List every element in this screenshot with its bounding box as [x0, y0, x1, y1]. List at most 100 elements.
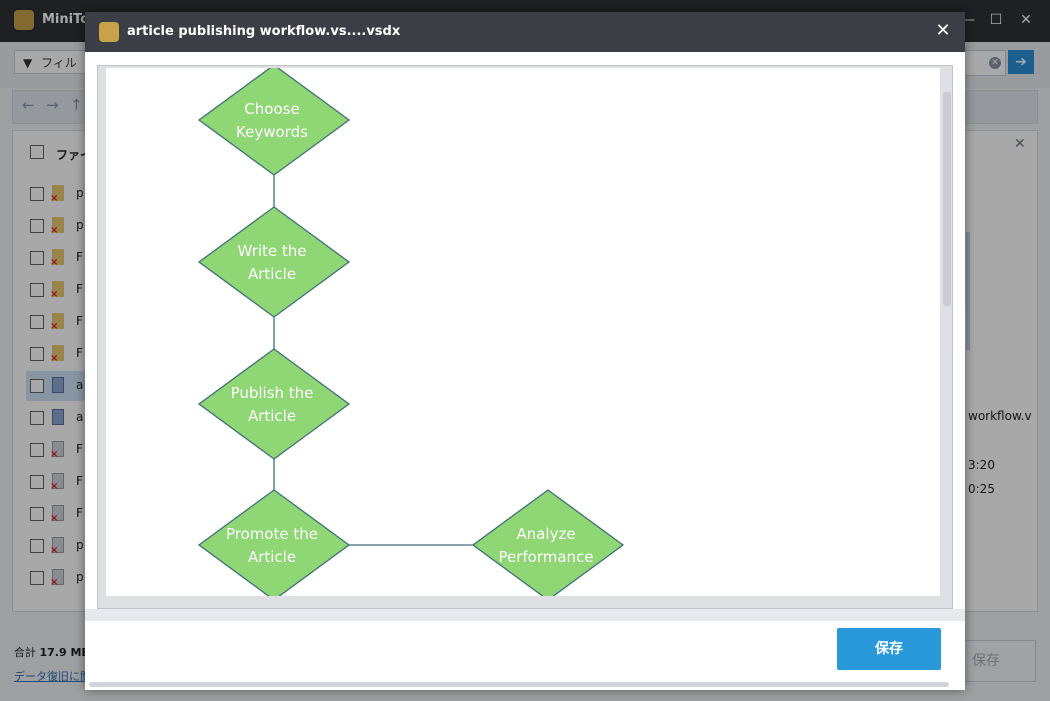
file-list-row[interactable]: ×p	[26, 179, 86, 209]
row-checkbox[interactable]	[30, 507, 44, 521]
node-label: Analyze	[516, 525, 575, 543]
clear-search-icon[interactable]: ✕	[989, 57, 1001, 69]
row-filename: F	[76, 346, 83, 360]
file-list-row[interactable]: ×F	[26, 275, 86, 305]
row-checkbox[interactable]	[30, 251, 44, 265]
row-filename: p	[76, 570, 84, 584]
row-filename: F	[76, 442, 83, 456]
total-label: 合計	[14, 646, 36, 659]
filter-label: フィル	[41, 56, 77, 70]
deleted-mark-icon: ×	[50, 289, 59, 300]
vertical-scrollbar[interactable]	[943, 92, 951, 306]
file-list-row[interactable]: ×p	[26, 211, 86, 241]
deleted-mark-icon: ×	[50, 577, 59, 588]
app-title: MiniTo	[42, 12, 90, 27]
node-label: Write the	[238, 242, 307, 260]
row-checkbox[interactable]	[30, 187, 44, 201]
thumbnail-area	[966, 232, 970, 350]
folder-icon	[52, 313, 64, 329]
preview-bottom-bar	[85, 609, 965, 621]
filter-button[interactable]: ▼ フィル	[14, 50, 94, 74]
deleted-mark-icon: ×	[50, 193, 59, 204]
file-list-row[interactable]: ×p	[26, 531, 86, 561]
row-checkbox[interactable]	[30, 539, 44, 553]
node-label: Article	[248, 407, 296, 425]
folder-icon	[52, 217, 64, 233]
maximize-icon[interactable]: ☐	[989, 12, 1003, 28]
row-checkbox[interactable]	[30, 443, 44, 457]
node-label: Performance	[498, 548, 593, 566]
row-checkbox[interactable]	[30, 475, 44, 489]
file-list-row[interactable]: ×F	[26, 435, 86, 465]
folder-icon	[52, 345, 64, 361]
dialog-title: article publishing workflow.vs....vsdx	[127, 24, 401, 39]
help-link[interactable]: データ復旧に関	[14, 670, 91, 683]
file-icon	[52, 441, 64, 457]
node-label: Choose	[244, 100, 299, 118]
close-details-icon[interactable]: ✕	[1014, 136, 1026, 152]
back-arrow-icon[interactable]: ←	[22, 96, 35, 114]
dialog-titlebar: article publishing workflow.vs....vsdx ✕	[85, 12, 965, 52]
horizontal-scrollbar[interactable]	[89, 682, 949, 687]
file-list-row[interactable]: ×F	[26, 499, 86, 529]
row-checkbox[interactable]	[30, 315, 44, 329]
file-icon	[52, 473, 64, 489]
row-checkbox[interactable]	[30, 379, 44, 393]
search-go-button[interactable]: ➔	[1008, 50, 1034, 74]
app-logo-icon	[14, 10, 34, 30]
deleted-mark-icon: ×	[50, 353, 59, 364]
node-label: Article	[248, 265, 296, 283]
file-list-row[interactable]: ×F	[26, 467, 86, 497]
row-checkbox[interactable]	[30, 411, 44, 425]
total-size: 合計 17.9 MB	[14, 644, 90, 660]
row-filename: p	[76, 218, 84, 232]
save-button[interactable]: 保存	[837, 628, 941, 670]
file-icon	[52, 505, 64, 521]
diamond-shape	[471, 489, 625, 596]
close-window-icon[interactable]: ✕	[1020, 12, 1032, 28]
deleted-mark-icon: ×	[50, 545, 59, 556]
row-checkbox[interactable]	[30, 347, 44, 361]
file-list-row[interactable]: ×p	[26, 563, 86, 593]
row-checkbox[interactable]	[30, 571, 44, 585]
node-label: Keywords	[236, 123, 308, 141]
detail-filename: workflow.v	[968, 409, 1032, 423]
row-filename: p	[76, 538, 84, 552]
deleted-mark-icon: ×	[50, 513, 59, 524]
detail-created-time: 3:20	[968, 458, 995, 472]
deleted-mark-icon: ×	[50, 481, 59, 492]
row-filename: F	[76, 474, 83, 488]
up-arrow-icon[interactable]: ↑	[70, 96, 83, 114]
row-filename: a	[76, 378, 84, 392]
forward-arrow-icon[interactable]: →	[46, 96, 59, 114]
visio-file-icon	[52, 377, 64, 393]
diamond-shape	[197, 489, 351, 596]
select-all-checkbox[interactable]	[30, 145, 44, 159]
file-list-row[interactable]: ×F	[26, 307, 86, 337]
folder-icon	[52, 185, 64, 201]
folder-icon	[52, 281, 64, 297]
file-list-row[interactable]: ×F	[26, 339, 86, 369]
file-list-row[interactable]: a	[26, 371, 86, 401]
file-list-row[interactable]: a	[26, 403, 86, 433]
deleted-mark-icon: ×	[50, 449, 59, 460]
row-checkbox[interactable]	[30, 283, 44, 297]
row-checkbox[interactable]	[30, 219, 44, 233]
deleted-mark-icon: ×	[50, 225, 59, 236]
diamond-shape	[197, 348, 351, 460]
row-filename: F	[76, 314, 83, 328]
app-logo-icon	[99, 22, 119, 42]
folder-icon	[52, 249, 64, 265]
filter-icon: ▼	[23, 56, 33, 70]
row-filename: F	[76, 282, 83, 296]
file-list-row[interactable]: ×F	[26, 243, 86, 273]
node-label: Article	[248, 548, 296, 566]
column-header-file: ファイ	[56, 148, 93, 162]
close-dialog-icon[interactable]: ✕	[935, 20, 951, 41]
